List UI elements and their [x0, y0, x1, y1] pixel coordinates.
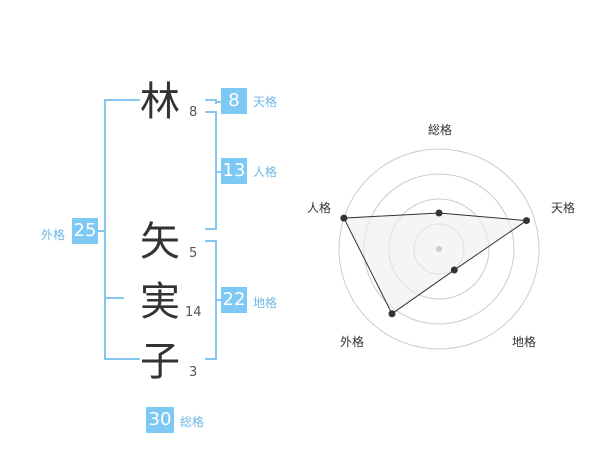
radar-axis-label-soukaku: 総格	[428, 123, 453, 137]
stroke-count-3: 14	[185, 305, 202, 320]
gaikaku-inner-tick	[104, 297, 124, 299]
gaikaku-value: 25	[72, 218, 98, 244]
radar-axis-label-gaikaku: 外格	[340, 335, 365, 349]
soukaku-value: 30	[146, 407, 174, 433]
name-char-4: 子	[140, 339, 180, 385]
gaikaku-label: 外格	[41, 228, 66, 242]
tenkaku-label: 天格	[253, 95, 278, 109]
radar-center-point	[436, 246, 442, 252]
radar-axis-label-chikaku: 地格	[512, 335, 537, 349]
tenkaku-value: 8	[221, 88, 247, 114]
jinkaku-bracket	[205, 111, 217, 230]
stroke-count-2: 5	[189, 246, 198, 261]
jinkaku-value: 13	[221, 158, 247, 184]
radar-point-4	[388, 310, 396, 318]
radar-series-shape	[343, 212, 528, 315]
radar-point-5	[340, 214, 348, 222]
soukaku-label: 総格	[180, 415, 205, 429]
radar-point-3	[450, 266, 458, 274]
jinkaku-connector	[215, 171, 221, 173]
name-char-3: 実	[140, 279, 180, 325]
radar-axis-label-jinkaku: 人格	[307, 201, 332, 215]
stroke-count-1: 8	[189, 105, 198, 120]
name-char-2: 矢	[140, 219, 180, 265]
stroke-count-4: 3	[189, 365, 198, 380]
chikaku-value: 22	[221, 287, 247, 313]
name-char-1: 林	[140, 79, 180, 125]
radar-ring	[338, 148, 540, 350]
radar-point-1	[435, 209, 443, 217]
radar-point-2	[522, 217, 530, 225]
radar-axis-label-tenkaku: 天格	[551, 201, 576, 215]
jinkaku-label: 人格	[253, 165, 278, 179]
tenkaku-connector	[215, 101, 221, 103]
chikaku-connector	[215, 299, 221, 301]
chikaku-label: 地格	[253, 296, 278, 310]
gaikaku-connector	[98, 230, 106, 232]
gaikaku-bracket	[104, 99, 140, 360]
